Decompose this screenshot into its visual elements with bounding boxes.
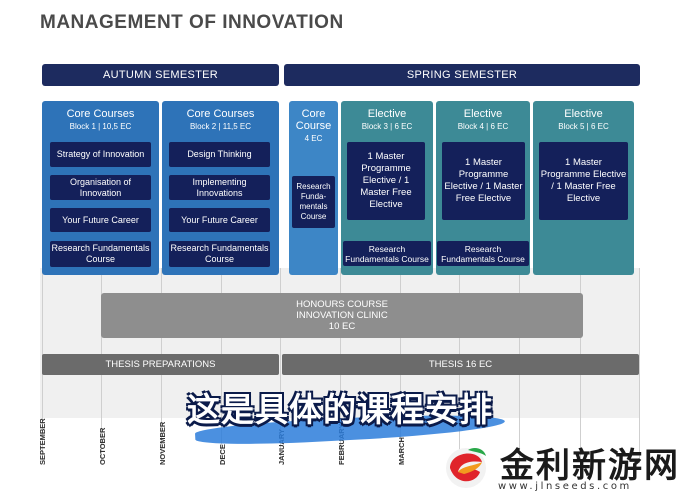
month-divider [280, 268, 281, 463]
block-1-heading: Core Courses [66, 108, 135, 120]
block-4-credits: Block 4 | 6 EC [457, 122, 509, 131]
month-label: DECE [218, 444, 227, 465]
block-5-credits: Block 5 | 6 EC [558, 122, 609, 131]
month-label: OCTOBER [98, 427, 107, 465]
autumn-semester-header: AUTUMN SEMESTER [42, 64, 279, 86]
block-3-credits: Block 3 | 6 EC [361, 122, 413, 131]
elective-block-4: 1 Master Programme Elective / 1 Master F… [442, 142, 525, 220]
honours-course-bar: HONOURS COURSE INNOVATION CLINIC 10 EC [101, 293, 583, 338]
month-divider [639, 268, 640, 463]
elective-block-5: 1 Master Programme Elective / 1 Master F… [539, 142, 628, 220]
thesis-preparations-bar: THESIS PREPARATIONS [42, 354, 279, 375]
honours-line-2: INNOVATION CLINIC [296, 310, 388, 321]
course-research-fundamentals: Research Fundamentals Course [169, 241, 270, 267]
overlay-caption: 这是具体的课程安排 [160, 384, 520, 430]
watermark-brand-name: 金利新游网 [500, 446, 680, 486]
spring-semester-header: SPRING SEMESTER [284, 64, 640, 86]
block-1-credits: Block 1 | 10,5 EC [69, 122, 132, 131]
course-research-fundamentals: Research Fundamentals Course [343, 241, 431, 266]
watermark-url: www.jlnseeds.com [498, 481, 632, 492]
thesis-bar: THESIS 16 EC [282, 354, 639, 375]
course-implementing-innovations: Implementing Innovations [169, 175, 270, 200]
course-design-thinking: Design Thinking [169, 142, 270, 167]
month-label: SEPTEMBER [38, 418, 47, 465]
course-strategy-of-innovation: Strategy of Innovation [50, 142, 151, 167]
course-your-future-career: Your Future Career [169, 208, 270, 232]
block-2-credits: Block 2 | 11,5 EC [189, 122, 252, 131]
honours-line-3: 10 EC [328, 321, 356, 332]
course-research-fundamentals: Research Fundamentals Course [437, 241, 529, 266]
honours-line-1: HONOURS COURSE [296, 299, 388, 310]
course-organisation-of-innovation: Organisation of Innovation [50, 175, 151, 200]
block-3-heading: Elective [367, 108, 407, 120]
block-5-heading: Elective [564, 108, 603, 120]
elective-block-3: 1 Master Programme Elective / 1 Master F… [347, 142, 425, 220]
month-label: MARCH [397, 437, 406, 465]
page-title: MANAGEMENT OF INNOVATION [40, 12, 344, 33]
block-2-heading: Core Courses [186, 108, 255, 120]
overlay-caption-text: 这是具体的课程安排 [187, 390, 493, 429]
core-course-credits: 4 EC [304, 134, 323, 143]
block-4-heading: Elective [463, 108, 503, 120]
course-your-future-career: Your Future Career [50, 208, 151, 232]
watermark-logo-icon [446, 448, 486, 488]
core-course-heading: Core Course [295, 108, 332, 132]
course-research-fundamentals: Research Fundamentals Course [50, 241, 151, 267]
course-research-fundamentals: Research Funda- mentals Course [292, 176, 335, 228]
